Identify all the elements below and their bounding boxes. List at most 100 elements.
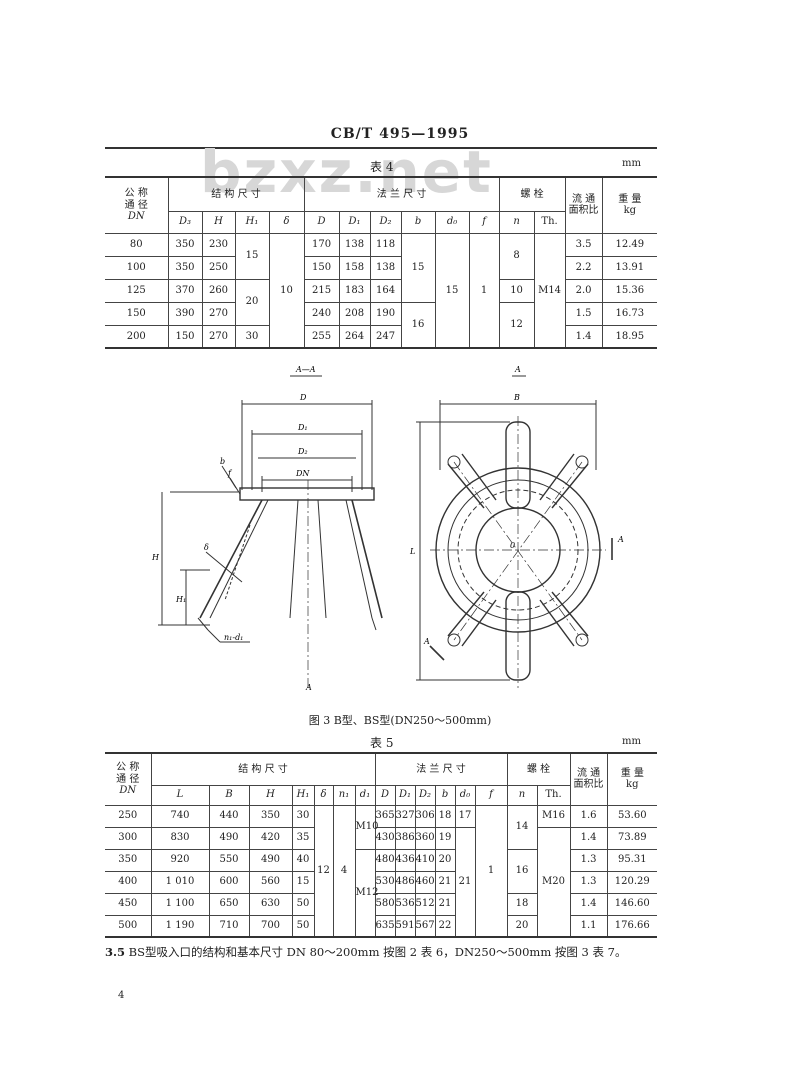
t4-col-f: f	[468, 210, 500, 234]
t5-col-n1: n₁	[332, 784, 356, 806]
t5-cell: 1.6	[569, 804, 608, 828]
dim-H: H	[151, 553, 160, 562]
t5-cell: 630	[248, 892, 293, 916]
t5-cell: 16	[506, 848, 538, 894]
t5-col-D2: D₂	[414, 784, 436, 806]
t4-cell: 370	[167, 278, 203, 303]
clause-3-5: 3.5 BS型吸入口的结构和基本尺寸 DN 80～200mm 按图 2 表 6，…	[105, 944, 665, 960]
t5-head-weight: 重 量 kg	[606, 752, 658, 806]
t5-cell: 300	[105, 826, 152, 850]
t4-col-D: D	[303, 210, 340, 234]
t5-cell: M16	[536, 804, 571, 828]
t4-cell: 10	[498, 278, 535, 303]
t5-col-L: L	[151, 784, 210, 806]
table-row: 450 1 100 650 630 50 580 536 512 21 18 1…	[105, 892, 658, 916]
t4-cell: 150	[167, 324, 203, 349]
t4-cell: 255	[303, 324, 340, 349]
t5-cell: 53.60	[606, 804, 658, 828]
t4-cell: 138	[338, 232, 371, 257]
t4-cell: 20	[234, 278, 270, 326]
t4-col-D3: D₃	[168, 210, 203, 234]
t4-cell: 138	[369, 255, 402, 280]
table-row: 80 350 230 15 10 170 138 118 15 15 1 8 M…	[105, 232, 658, 349]
t5-cell: 490	[208, 826, 250, 850]
t4-cell: 260	[201, 278, 236, 303]
table-row: 200 150 270 30 255 264 247 1.4 18.95	[105, 324, 658, 349]
t4-head-dn-1: 公 称	[124, 188, 148, 199]
t5-cell: 580	[374, 892, 396, 916]
t5-head-dn-1: 公 称	[116, 762, 140, 773]
t4-cell: 12	[498, 301, 535, 349]
t5-head-struct: 结 构 尺 寸	[150, 752, 376, 786]
t5-cell: 146.60	[606, 892, 658, 916]
t5-cell: 327	[394, 804, 416, 828]
t5-cell: 710	[208, 914, 250, 938]
t4-head-weight-2: kg	[623, 205, 637, 217]
t5-col-H1: H₁	[291, 784, 315, 806]
t5-cell: 17	[454, 804, 476, 828]
t4-cell: 8	[498, 232, 535, 280]
t4-cell: 12.49	[601, 232, 658, 257]
t4-cell: 15.36	[601, 278, 658, 303]
t4-cell: 1	[468, 232, 500, 349]
t4-cell: 16.73	[601, 301, 658, 326]
t5-cell: 1.4	[569, 892, 608, 916]
t5-cell: 420	[248, 826, 293, 850]
t4-col-H1: H₁	[234, 210, 270, 234]
table-row: 150 390 270 240 208 190 16 12 1.5 16.73	[105, 301, 658, 349]
t5-cell: M20	[536, 826, 571, 938]
table-row: 500 1 190 710 700 50 635 591 567 22 20 1…	[105, 914, 658, 938]
t5-col-D: D	[374, 784, 396, 806]
header-rule	[105, 147, 657, 149]
t5-cell: 1.1	[569, 914, 608, 938]
t4-cell: 3.5	[564, 232, 603, 257]
t4-cell: 1.4	[564, 324, 603, 349]
t5-cell: 360	[414, 826, 436, 850]
t4-cell: 350	[167, 255, 203, 280]
t4-cell: M14	[533, 232, 566, 349]
t4-cell: 247	[369, 324, 402, 349]
t5-cell: 15	[291, 870, 315, 894]
t4-head-bolt: 螺 栓	[498, 176, 566, 212]
t5-cell: 436	[394, 848, 416, 872]
t4-col-d0: d₀	[434, 210, 470, 234]
t5-cell: 920	[150, 848, 210, 872]
t5-head-weight-2: kg	[626, 779, 639, 791]
section-mark-A: A	[305, 683, 312, 692]
t4-cell: 170	[303, 232, 340, 257]
t5-cell: 450	[105, 892, 152, 916]
t4-cell: 80	[105, 232, 169, 257]
t4-cell: 200	[105, 324, 169, 349]
clause-number: 3.5	[105, 945, 126, 959]
t5-cell: 740	[150, 804, 210, 828]
t5-cell: 400	[105, 870, 152, 894]
t5-cell: 12	[313, 804, 334, 938]
t5-col-D1: D₁	[394, 784, 416, 806]
section-view-drawing: A—A D D₁ D₂ DN H H₁ b f δ n₁-d₁ A	[151, 365, 383, 692]
dim-f: f	[227, 469, 233, 478]
t5-head-flow-2: 面积比	[573, 779, 604, 791]
dim-D: D	[299, 393, 307, 402]
t4-cell: 100	[105, 255, 169, 280]
t5-cell: 410	[414, 848, 436, 872]
t5-cell: 20	[434, 848, 456, 872]
t5-col-delta: δ	[313, 784, 334, 806]
t4-cell: 10	[268, 232, 305, 349]
t5-cell: 22	[434, 914, 456, 938]
t5-head-flange: 法 兰 尺 寸	[374, 752, 508, 786]
center-o: 0	[510, 541, 515, 550]
t5-col-th: Th.	[536, 784, 571, 806]
t5-cell: 480	[374, 848, 396, 872]
t5-cell: 567	[414, 914, 436, 938]
t5-col-d0: d₀	[454, 784, 476, 806]
t4-col-D1: D₁	[338, 210, 371, 234]
table-row: 350 920 550 490 40 M12 480 436 410 20 16…	[105, 848, 658, 938]
t5-cell: 500	[105, 914, 152, 938]
t4-head-dn-2: 通 径	[124, 199, 148, 211]
t4-cell: 215	[303, 278, 340, 303]
t4-col-D2: D₂	[369, 210, 402, 234]
t5-head-flow-1: 流 通	[576, 767, 601, 779]
t5-cell: 35	[291, 826, 315, 850]
section-title: A—A	[295, 365, 316, 374]
page-number: 4	[118, 990, 125, 1001]
